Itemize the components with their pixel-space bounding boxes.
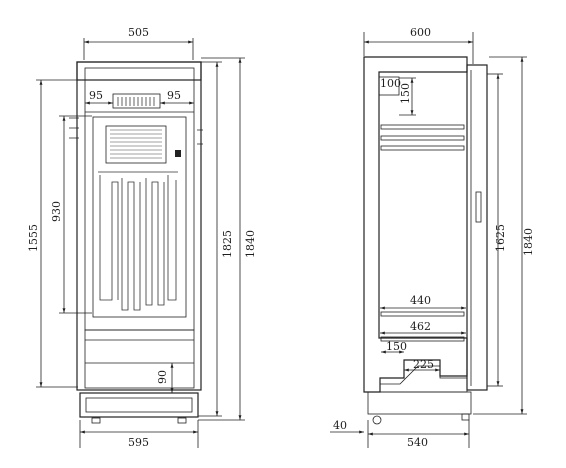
side-caster xyxy=(372,415,382,425)
side-door xyxy=(466,64,488,391)
label-150-vertical: 150 xyxy=(399,83,412,104)
side-dim-1625: 1625 xyxy=(487,73,507,387)
label-1555: 1555 xyxy=(27,224,40,252)
side-dim-150-horizontal: 150 xyxy=(381,340,407,354)
side-dim-462: 462 xyxy=(380,320,466,335)
side-dim-225: 225 xyxy=(404,358,440,372)
evaporator-coils xyxy=(98,171,178,311)
label-95-left: 95 xyxy=(89,89,103,102)
label-225: 225 xyxy=(413,358,434,371)
side-shelves xyxy=(380,124,465,342)
front-dim-top-width: 505 xyxy=(83,26,194,60)
front-cabinet-body xyxy=(69,61,203,424)
label-540: 540 xyxy=(407,436,428,449)
side-dim-top-depth: 600 xyxy=(363,26,474,64)
front-dim-1825: 1825 xyxy=(198,61,234,417)
side-plinth xyxy=(367,391,472,415)
label-100: 100 xyxy=(380,77,401,90)
side-dim-1840: 1840 xyxy=(473,56,535,415)
evaporator-panel xyxy=(92,116,187,318)
side-view: 600 100 150 1625 1840 440 xyxy=(330,26,535,449)
label-1840-side: 1840 xyxy=(522,228,535,256)
label-150-horizontal: 150 xyxy=(386,340,407,353)
side-dim-40: 40 xyxy=(330,419,364,434)
label-1625: 1625 xyxy=(494,224,507,252)
label-930: 930 xyxy=(50,201,63,222)
side-dim-100: 100 xyxy=(380,77,401,90)
compressor-unit xyxy=(112,93,161,109)
front-dim-insets: 95 95 xyxy=(85,89,194,105)
label-440: 440 xyxy=(410,294,431,307)
label-90: 90 xyxy=(156,370,169,384)
front-dim-1840: 1840 xyxy=(198,57,257,421)
side-dim-150-vertical: 150 xyxy=(399,77,416,116)
label-1840-front: 1840 xyxy=(244,230,257,258)
label-1825: 1825 xyxy=(221,230,234,258)
label-600: 600 xyxy=(410,26,431,39)
label-462: 462 xyxy=(410,320,431,333)
front-dim-930: 930 xyxy=(50,115,92,314)
label-595: 595 xyxy=(128,436,149,449)
side-dim-540: 540 xyxy=(367,420,470,449)
label-95-right: 95 xyxy=(167,89,181,102)
front-dim-90: 90 xyxy=(156,363,174,393)
front-dim-1555: 1555 xyxy=(27,79,78,388)
front-plinth xyxy=(79,392,199,418)
side-corner-block xyxy=(378,76,400,96)
door-handle xyxy=(475,191,482,223)
label-40: 40 xyxy=(333,419,347,432)
side-cabinet-body xyxy=(363,56,488,425)
label-505: 505 xyxy=(128,26,149,39)
side-dim-440: 440 xyxy=(380,294,466,310)
front-dim-base-width: 595 xyxy=(79,420,199,449)
front-view: 505 95 95 1555 930 1825 xyxy=(27,26,257,449)
